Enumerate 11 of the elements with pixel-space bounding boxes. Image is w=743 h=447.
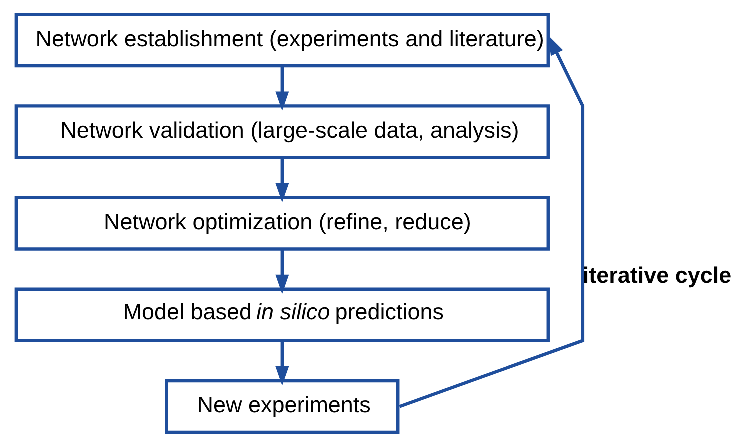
arrow [275, 66, 289, 112]
edge-label: iterative cycle [582, 263, 732, 288]
node-box: New experiments [164, 379, 400, 434]
node-box: Model based in silico predictions [14, 288, 550, 342]
arrow [398, 36, 584, 408]
node-box: Network establishment (experiments and literature) [14, 12, 550, 68]
node-box: Network validation (large-scale data, analysis) [14, 104, 550, 160]
arrow [275, 158, 289, 203]
arrow [275, 249, 289, 294]
arrow [275, 340, 289, 386]
node-box: Network optimization (refine, reduce) [14, 196, 550, 251]
